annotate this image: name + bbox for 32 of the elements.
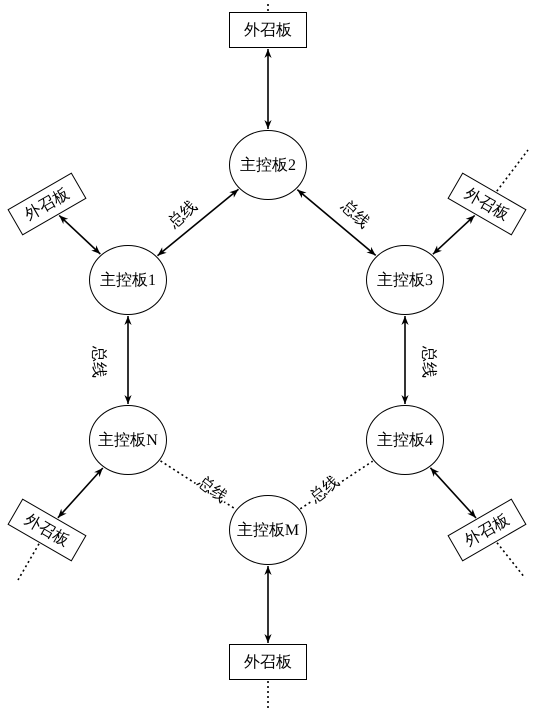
arrow [264, 566, 272, 643]
arrow [57, 467, 104, 518]
node-label: 主控板N [98, 430, 158, 450]
arrow [296, 188, 376, 256]
arrow [124, 316, 132, 404]
node-label: 主控板3 [377, 270, 433, 290]
edge-label: 总线 [419, 344, 437, 379]
node-label: 外召板 [20, 510, 74, 552]
arrow [264, 49, 272, 129]
board-ellipse [229, 130, 307, 200]
board-box [229, 644, 307, 680]
dotted-line [267, 4, 269, 11]
dotted-line [267, 681, 269, 708]
node-label: 外召板 [20, 184, 74, 226]
dotted-line [496, 542, 526, 578]
node-label: 外召板 [460, 184, 514, 226]
arrow [157, 188, 239, 256]
arrow [432, 214, 476, 255]
node-label: 主控板4 [377, 430, 433, 450]
arrow [401, 316, 409, 404]
dotted-line [496, 150, 529, 192]
node-label: 外召板 [460, 510, 514, 552]
node-label: 外召板 [244, 652, 292, 672]
node-label: 外召板 [244, 20, 292, 40]
dotted-line [17, 543, 40, 580]
node-label: 主控板2 [240, 156, 296, 176]
node-label: 主控板1 [100, 270, 156, 290]
node-label: 主控板M [236, 520, 300, 540]
arrow [58, 214, 101, 255]
arrow [430, 467, 477, 518]
edge-label: 总线 [89, 344, 107, 379]
board-box [229, 12, 307, 48]
